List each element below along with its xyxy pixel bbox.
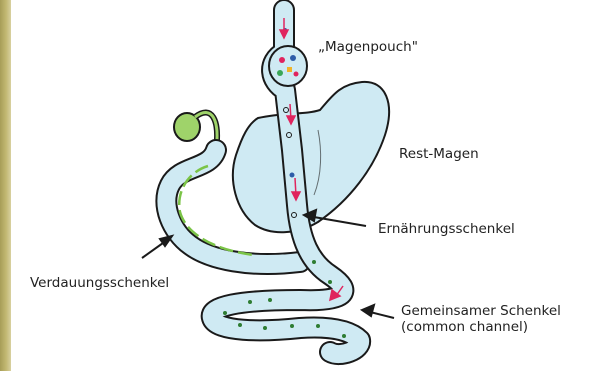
remnant-stomach (233, 82, 389, 232)
common-channel-label-line1: Gemeinsamer Schenkel (401, 303, 561, 319)
common-channel-label-line2: (common channel) (401, 319, 528, 335)
remnant-stomach-label: Rest-Magen (399, 146, 479, 162)
biliopancreatic-limb-label: Verdauungsschenkel (30, 275, 169, 291)
pouch-label: „Magenpouch" (318, 39, 418, 55)
alimentary-limb-label: Ernährungsschenkel (378, 221, 515, 237)
gastric-pouch (269, 46, 307, 86)
